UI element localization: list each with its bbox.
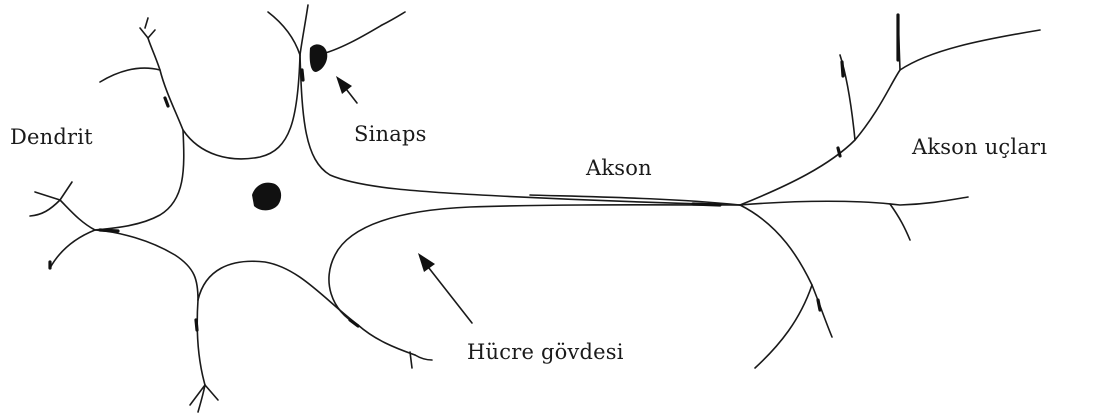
synapse-knob [310, 44, 328, 72]
cell-body-label: Hücre gövdesi [467, 342, 624, 363]
axon-terminals [693, 15, 1040, 368]
synapse-label: Sinaps [354, 124, 427, 145]
dendrite-upper-left [100, 18, 183, 130]
dendrite-lower [190, 300, 432, 412]
cell-body-arrow [418, 253, 472, 323]
cell-body-outline [95, 55, 740, 355]
axon-label: Akson [586, 158, 652, 179]
dendrite-upper-middle [268, 5, 405, 80]
axon-terminals-label: Akson uçları [912, 137, 1047, 158]
nucleus [252, 183, 281, 211]
dendrite-label: Dendrit [10, 127, 93, 148]
dendrite-left [30, 182, 118, 268]
synapse-arrow [336, 76, 357, 103]
